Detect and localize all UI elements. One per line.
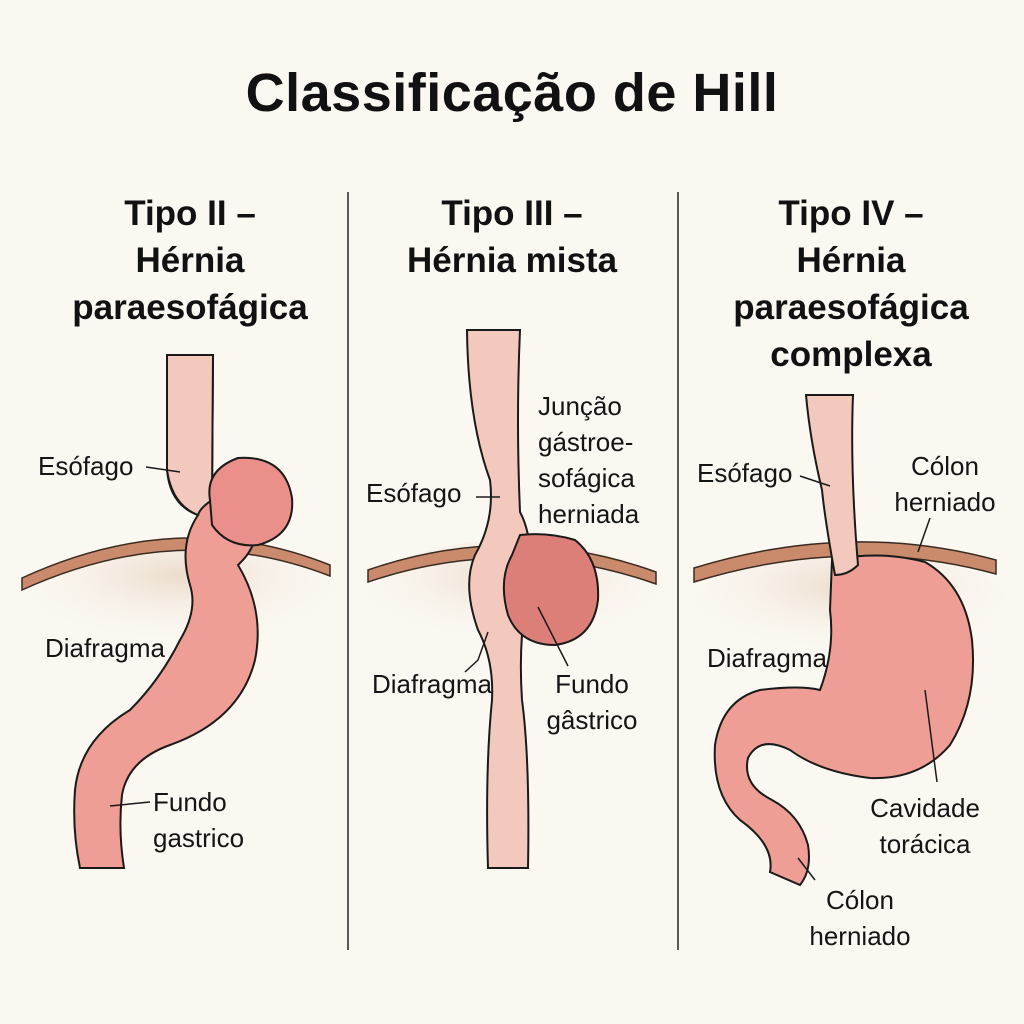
panel-3-label-colon-bottom: Cólon herniado	[809, 885, 911, 951]
page-title: Classificação de Hill	[245, 63, 779, 123]
panel-3-label-esofago: Esófago	[697, 458, 793, 488]
panel-3-stomach	[713, 554, 975, 887]
panel-2-label-diafragma: Diafragma	[372, 669, 492, 699]
panel-3-label-colon-top: Cólon herniado	[894, 451, 996, 517]
panel-1-label-fundo: Fundo gastrico	[153, 787, 245, 853]
panel-2-label-esofago: Esófago	[366, 478, 462, 508]
panel-1-esophagus	[166, 354, 215, 517]
panel-divider-left	[347, 192, 349, 950]
panel-3-esophagus	[804, 394, 860, 577]
panel-3-label-cavidade: Cavidade torácica	[870, 793, 980, 859]
panel-1-label-esofago: Esófago	[38, 451, 134, 481]
panel-3-diaphragm	[693, 541, 997, 584]
panel-1-fundus-bulb	[208, 456, 294, 547]
panel-2-esophagus	[465, 329, 532, 869]
panel-divider-right	[677, 192, 679, 950]
panel-2-title: Tipo III – Hérnia mista	[406, 194, 618, 280]
panel-2-fundus	[502, 533, 600, 647]
panel-2-illustration	[362, 329, 662, 869]
panel-3-illustration	[690, 394, 1010, 887]
panel-3-title: Tipo IV – Hérnia paraesofágica complexa	[733, 194, 969, 374]
panel-1-title: Tipo II – Hérnia paraesofágica	[72, 194, 308, 327]
panel-2-label-juncao: Junção gástroe- sofágica herniada	[538, 391, 640, 529]
panel-2-label-fundo: Fundo gâstrico	[546, 669, 638, 735]
panel-1-illustration	[20, 354, 340, 869]
panel-1-label-diafragma: Diafragma	[45, 633, 165, 663]
panel-3-label-diafragma: Diafragma	[707, 643, 827, 673]
panel-1-diaphragm	[21, 537, 331, 592]
